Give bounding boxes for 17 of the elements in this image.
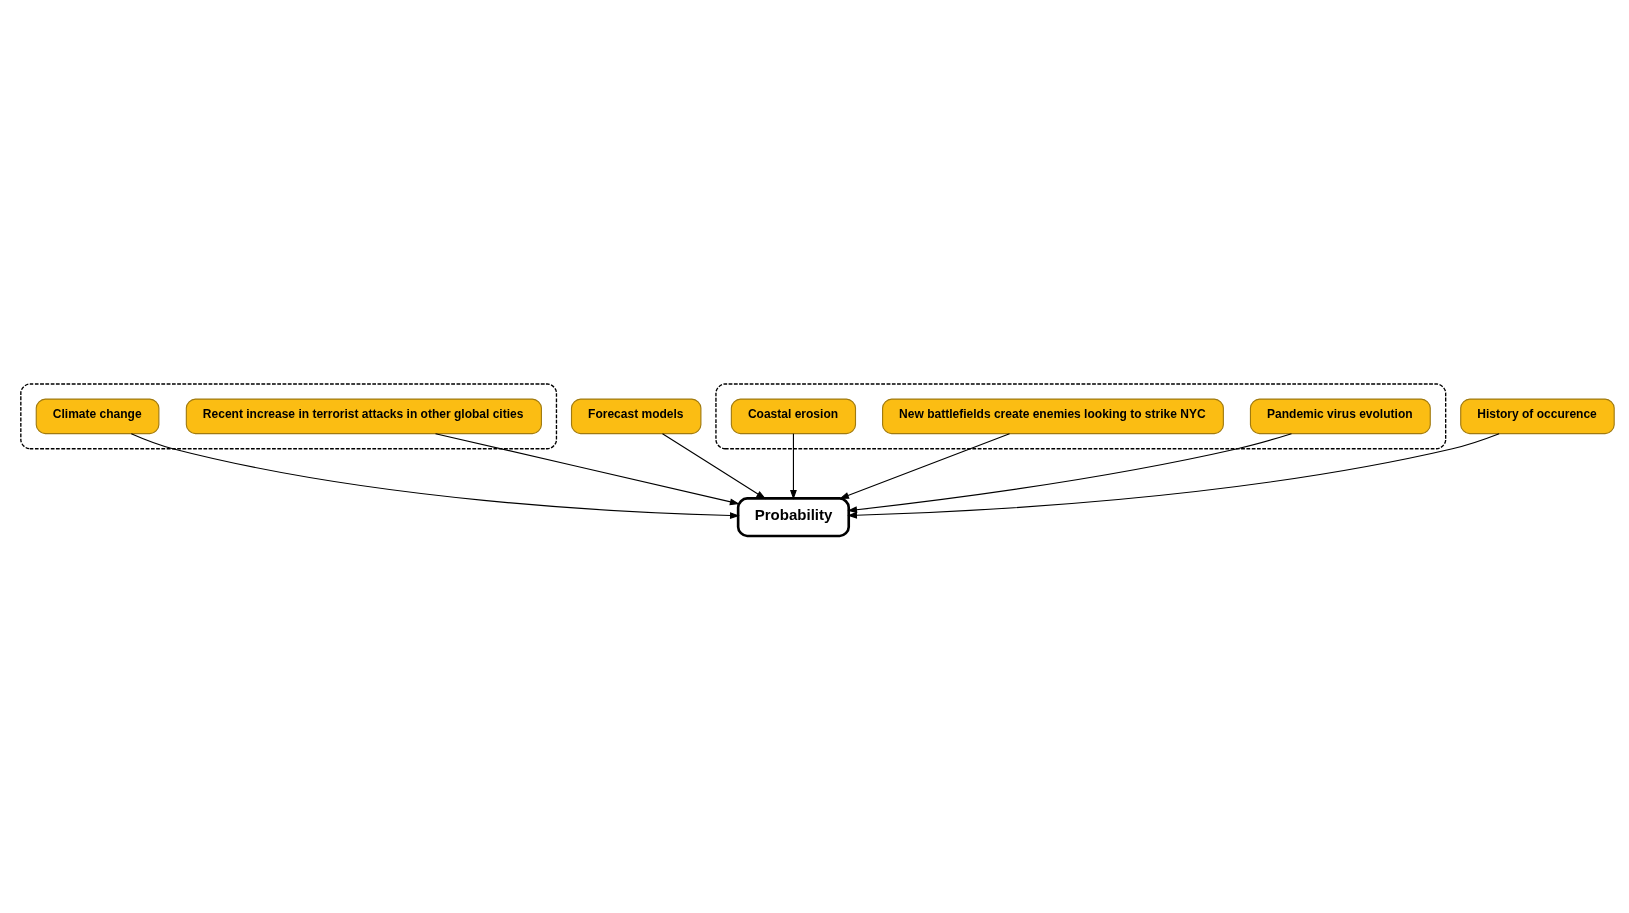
node-box: Recent increase in terrorist attacks in other global cities bbox=[185, 398, 542, 434]
node-box: Coastal erosion bbox=[730, 398, 857, 434]
node-box: Forecast models bbox=[570, 398, 702, 434]
arrow bbox=[847, 432, 1500, 519]
arrow bbox=[839, 432, 1011, 499]
arrow bbox=[661, 432, 767, 499]
node-box: Pandemic virus evolution bbox=[1249, 398, 1431, 434]
node-box: Climate change bbox=[35, 398, 160, 434]
arrow bbox=[790, 432, 797, 500]
arrow bbox=[847, 432, 1293, 513]
arrow bbox=[434, 432, 740, 505]
node-box: New battlefields create enemies looking to strike NYC bbox=[882, 398, 1224, 434]
node-box: Probability bbox=[736, 496, 851, 537]
cluster bbox=[20, 382, 558, 449]
cluster bbox=[715, 382, 1447, 449]
node-box: History of occurence bbox=[1460, 398, 1615, 434]
arrow bbox=[130, 432, 740, 519]
